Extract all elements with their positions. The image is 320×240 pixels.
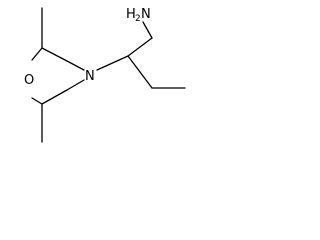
chemical-structure-diagram: O N H 2 N <box>24 7 186 143</box>
bond-ring-c6-o1 <box>31 97 43 105</box>
atom-label-nitrogen: N <box>85 69 95 84</box>
bond-calpha-ch2-ethyl <box>127 55 153 89</box>
atom-label-amine-n: N <box>141 7 151 22</box>
atom-label-oxygen: O <box>24 73 34 88</box>
bond-ring-c3-n4 <box>66 60 85 71</box>
bond-ring-c5-c6 <box>41 89 68 105</box>
bond-ring-o1-c2 <box>31 47 43 61</box>
atom-label-amine-h: H <box>126 7 136 22</box>
bond-ring-c2-c3 <box>41 47 68 62</box>
bond-calpha-ch2 <box>127 37 153 57</box>
bond-ring-n4-c5 <box>66 79 85 91</box>
bond-n4-calpha <box>96 55 129 71</box>
atom-label-amine-h-subscript: 2 <box>135 14 141 24</box>
bond-ch2-nh2 <box>142 21 153 39</box>
